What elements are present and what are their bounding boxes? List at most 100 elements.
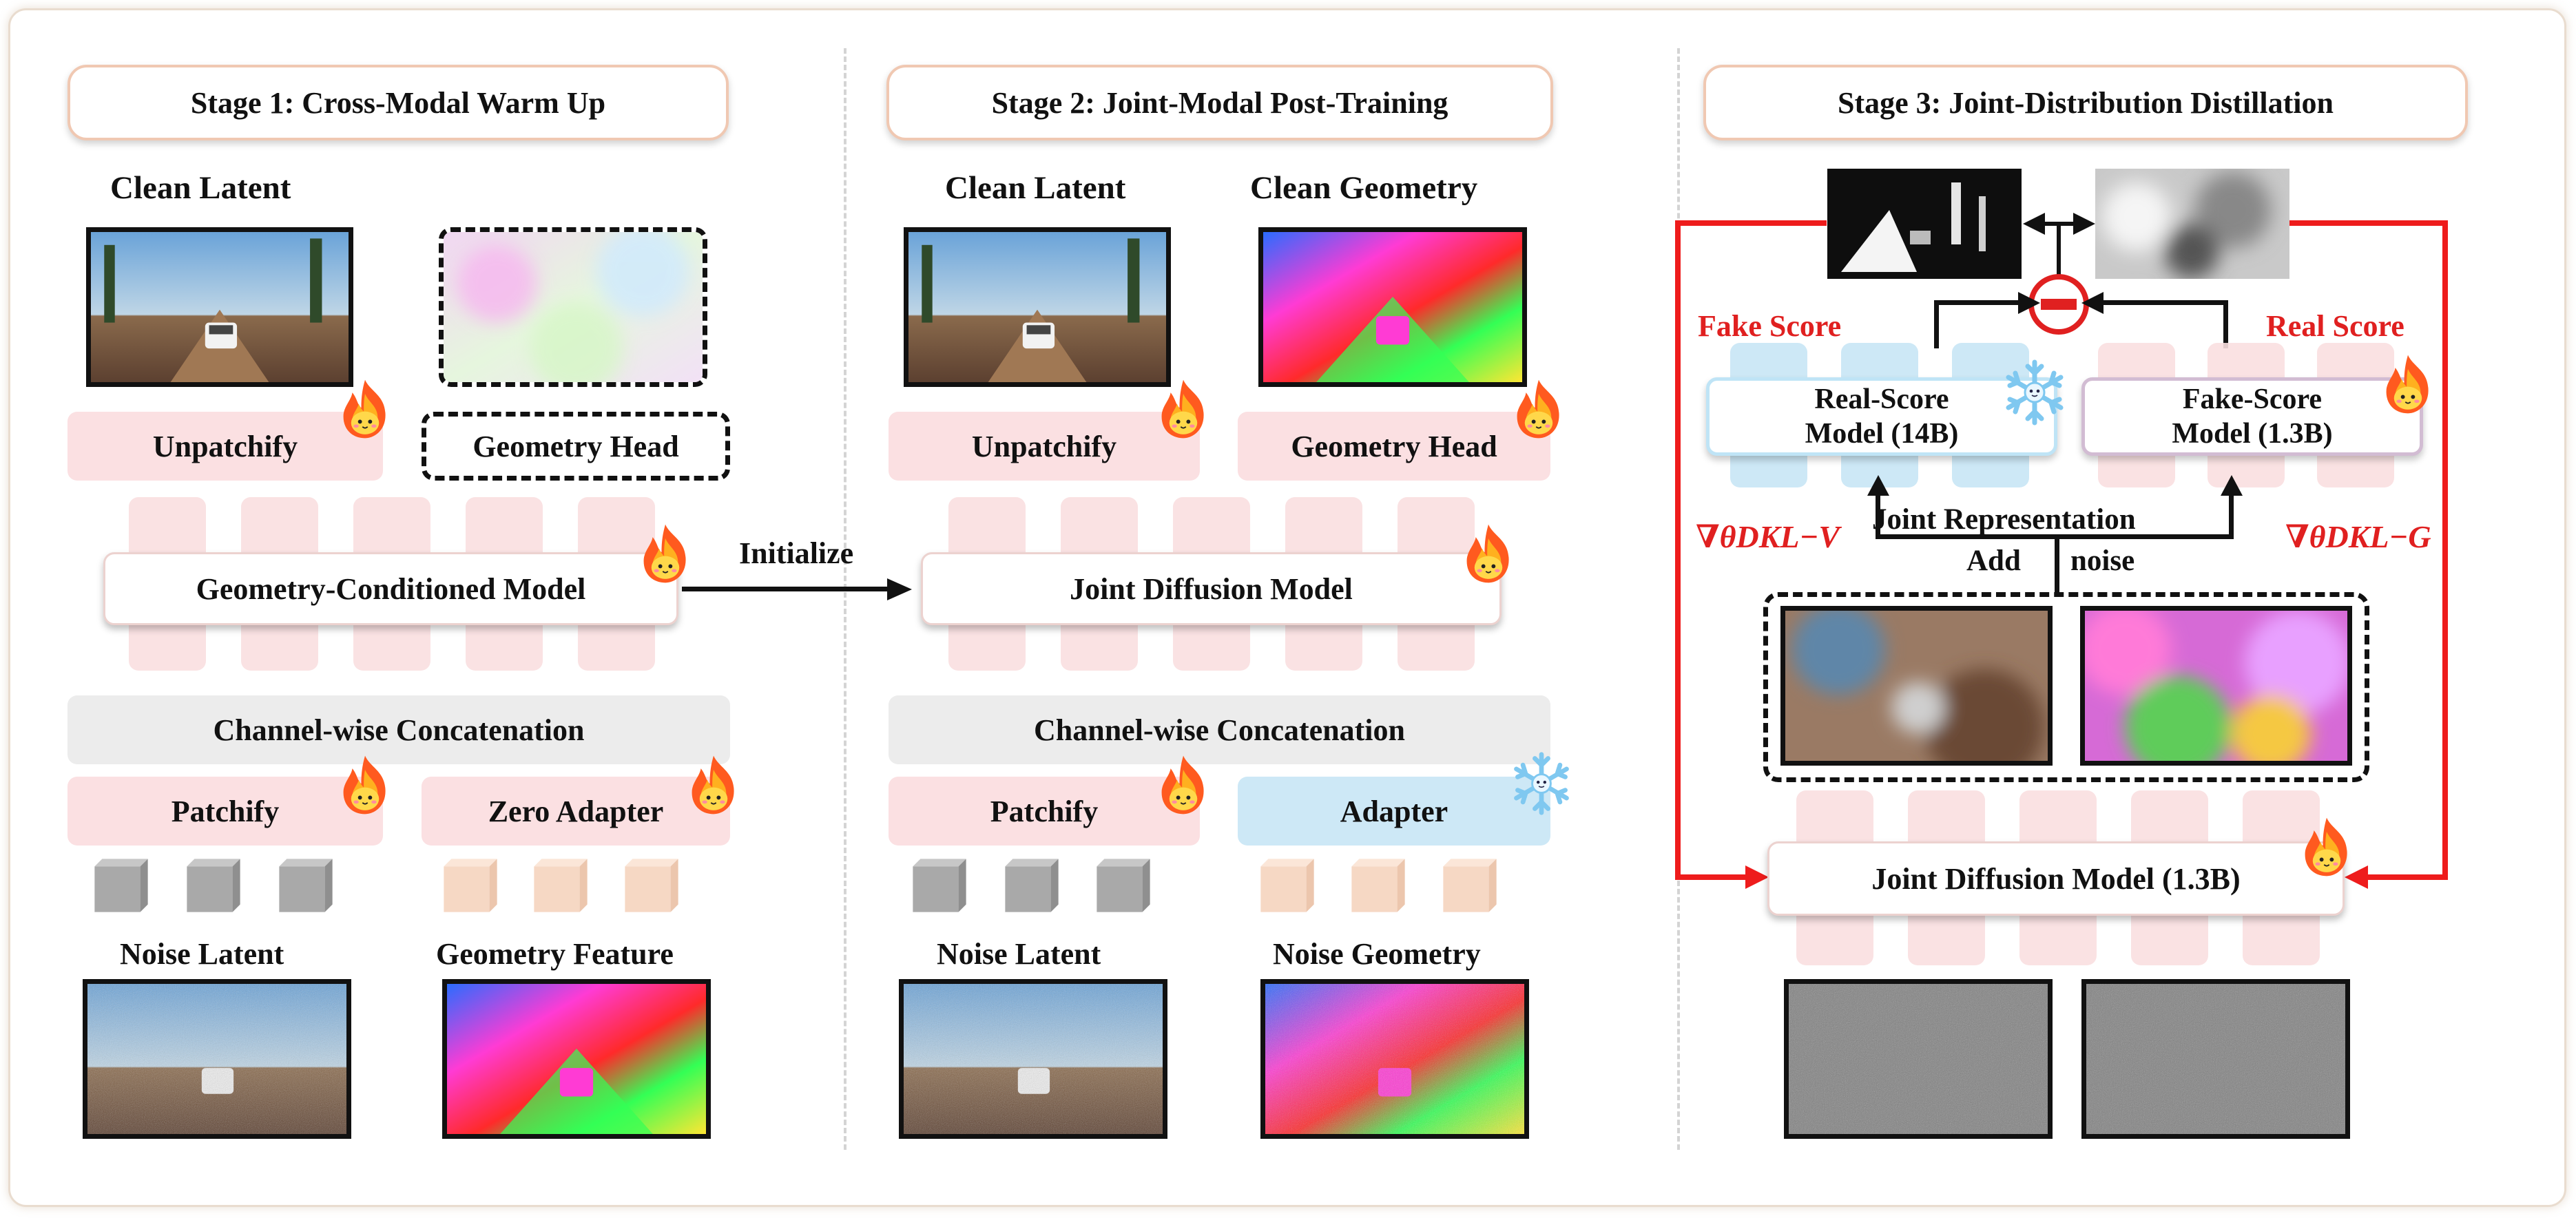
joint-representation-label: Joint Representation [1872, 503, 2136, 536]
real-score-model-line1: Real-Score [1814, 383, 1949, 415]
cube-icon [90, 854, 153, 917]
fire-icon [634, 522, 697, 585]
stage2-noise-latent-label: Noise Latent [937, 937, 1101, 971]
arrow-head [2018, 292, 2040, 314]
fire-icon [682, 753, 745, 817]
stage1-zero-adapter: Zero Adapter [422, 777, 730, 846]
noised-representation-group [1763, 592, 2369, 782]
fire-icon [2295, 815, 2358, 879]
initialize-arrow [682, 587, 890, 591]
cube-icon [529, 854, 592, 917]
stage1-patchify: Patchify [67, 777, 383, 846]
grad-kl-g-label: ∇θDKL−G [2285, 519, 2431, 554]
cube-icon [1000, 854, 1063, 917]
cube-icon [439, 854, 502, 917]
fire-icon [333, 377, 397, 441]
stage2-noise-latent-image [899, 979, 1167, 1139]
joint-right-stem [2229, 485, 2234, 539]
cube-icon [908, 854, 971, 917]
arrow-head [2073, 213, 2095, 235]
red-loop-bottom-right [2362, 874, 2448, 880]
stage1-concat: Channel-wise Concatenation [67, 695, 730, 764]
arrow-head [1867, 475, 1889, 496]
noise-label: noise [2070, 545, 2135, 577]
fire-icon [2376, 353, 2440, 416]
stage3-geometry-score-image [2095, 169, 2289, 279]
add-noise-stem [2055, 534, 2059, 594]
stage2-unpatchify: Unpatchify [889, 412, 1200, 481]
stage1-unpatchify: Unpatchify [67, 412, 383, 481]
stage2-title: Stage 2: Joint-Modal Post-Training [886, 65, 1553, 140]
real-score-model: Real-Score Model (14B) [1706, 377, 2057, 456]
noised-geometry-image [2080, 606, 2352, 766]
stage1-title: Stage 1: Cross-Modal Warm Up [67, 65, 729, 140]
fire-icon [1152, 377, 1215, 441]
add-label: Add [1966, 545, 2021, 577]
red-loop-top-right [2289, 220, 2448, 226]
stage3-video-score-image [1827, 169, 2022, 279]
arrow-head [2081, 292, 2104, 314]
arrow-head [2023, 213, 2045, 235]
stage2-noise-geometry-label: Noise Geometry [1273, 937, 1481, 971]
cube-icon [1092, 854, 1155, 917]
fake-score-model-line2: Model (1.3B) [2172, 418, 2333, 450]
stage1-geometry-feature-image [442, 979, 711, 1139]
compare-stem [2057, 223, 2061, 278]
real-score-stem [2223, 300, 2228, 348]
stage2-clean-latent-label: Clean Latent [945, 170, 1126, 206]
fake-score-label: Fake Score [1698, 309, 1842, 343]
fire-icon [1507, 377, 1570, 441]
arrow-head [887, 578, 912, 600]
stage2-noise-geometry-image [1260, 979, 1529, 1139]
cube-icon [1438, 854, 1502, 917]
initialize-label: Initialize [739, 536, 854, 570]
cube-icon [274, 854, 337, 917]
fake-score-model-line1: Fake-Score [2182, 383, 2323, 415]
stage2-clean-latent-image [904, 227, 1171, 387]
stage-divider-1 [844, 48, 846, 1150]
stage2-concat: Channel-wise Concatenation [889, 695, 1550, 764]
joint-left-stem [1876, 485, 1880, 539]
stage2-model: Joint Diffusion Model [921, 552, 1502, 625]
fire-icon [1457, 522, 1520, 585]
red-loop-bottom-left [1675, 874, 1751, 880]
snowflake-icon [2000, 358, 2069, 427]
stage3-noise-video-image [1784, 979, 2053, 1139]
snowflake-icon [1508, 750, 1575, 817]
stage2-clean-geometry-image [1258, 227, 1527, 387]
real-score-model-line2: Model (14B) [1805, 418, 1959, 450]
stage1-noise-latent-label: Noise Latent [120, 937, 284, 971]
stage2-clean-geometry-label: Clean Geometry [1250, 170, 1478, 206]
fire-icon [333, 753, 397, 817]
fake-score-arrow [1934, 300, 2029, 305]
stage3-title: Stage 3: Joint-Distribution Distillation [1703, 65, 2468, 140]
stage1-geometry-feature-label: Geometry Feature [436, 937, 674, 971]
stage2-adapter: Adapter [1238, 777, 1550, 846]
cube-icon [1347, 854, 1410, 917]
arrow-head [2221, 475, 2243, 496]
fake-score-model: Fake-Score Model (1.3B) [2081, 377, 2423, 456]
red-loop-right [2442, 220, 2448, 880]
noised-video-image [1780, 606, 2053, 766]
stage3-noise-geometry-image [2081, 979, 2350, 1139]
grad-kl-v-label: ∇θDKL−V [1696, 519, 1840, 554]
cube-icon [620, 854, 683, 917]
cube-icon [182, 854, 245, 917]
cube-icon [1256, 854, 1319, 917]
stage1-geometry-placeholder [439, 227, 707, 387]
arrow-head [2345, 865, 2368, 889]
arrow-head [1745, 865, 1769, 889]
fake-score-stem [1934, 300, 1939, 348]
red-loop-left [1675, 220, 1681, 880]
real-score-arrow [2090, 300, 2228, 305]
stage1-clean-latent-image [86, 227, 353, 387]
stage1-noise-latent-image [83, 979, 351, 1139]
fire-icon [1152, 753, 1215, 817]
stage1-clean-latent-label: Clean Latent [110, 170, 291, 206]
stage2-patchify: Patchify [889, 777, 1200, 846]
stage2-geometry-head: Geometry Head [1238, 412, 1550, 481]
real-score-label: Real Score [2266, 309, 2404, 343]
stage1-geometry-head: Geometry Head [422, 412, 730, 481]
stage1-model: Geometry-Conditioned Model [103, 552, 678, 625]
stage3-model: Joint Diffusion Model (1.3B) [1767, 841, 2345, 916]
